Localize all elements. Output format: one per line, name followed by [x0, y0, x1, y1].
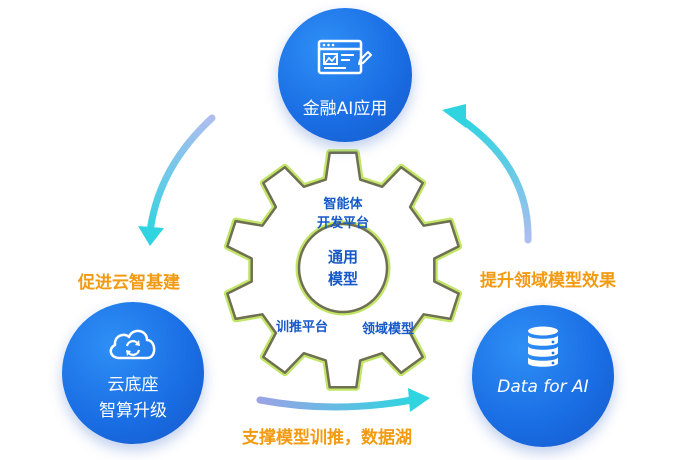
database-icon: [528, 326, 558, 367]
node-financial-ai-app-label: 金融AI应用: [302, 99, 388, 119]
arrow-right-to-top: [442, 104, 532, 244]
arrow-label-bottom: 支撑模型训推，数据湖: [242, 428, 412, 448]
arrow-top-to-left: [138, 114, 216, 246]
node-data-for-ai[interactable]: Data for AI: [472, 305, 614, 447]
gear-center-line2: 模型: [327, 270, 358, 288]
browser-edit-icon: [317, 39, 372, 75]
cloud-sync-icon: [109, 329, 156, 360]
arrow-label-right: 提升领域模型效果: [480, 271, 616, 291]
node-financial-ai-app[interactable]: 金融AI应用: [278, 8, 412, 142]
gear-label-agent-line2: 开发平台: [316, 216, 369, 231]
gear-center-line1: 通用: [327, 248, 358, 266]
node-cloud-base[interactable]: 云底座 智算升级: [62, 302, 204, 444]
gear-label-agent-line1: 智能体: [323, 197, 363, 212]
gear: [223, 149, 463, 391]
gear-hub: [297, 222, 389, 314]
arrow-label-left: 促进云智基建: [78, 273, 180, 293]
arrow-left-to-right: [256, 388, 430, 412]
node-cloud-base-label-line1: 云底座: [107, 375, 159, 395]
gear-label-domain-model: 领域模型: [361, 322, 414, 337]
gear-label-training: 训推平台: [275, 320, 328, 335]
node-data-for-ai-label: Data for AI: [497, 377, 589, 397]
node-cloud-base-label-line2: 智算升级: [99, 401, 167, 421]
